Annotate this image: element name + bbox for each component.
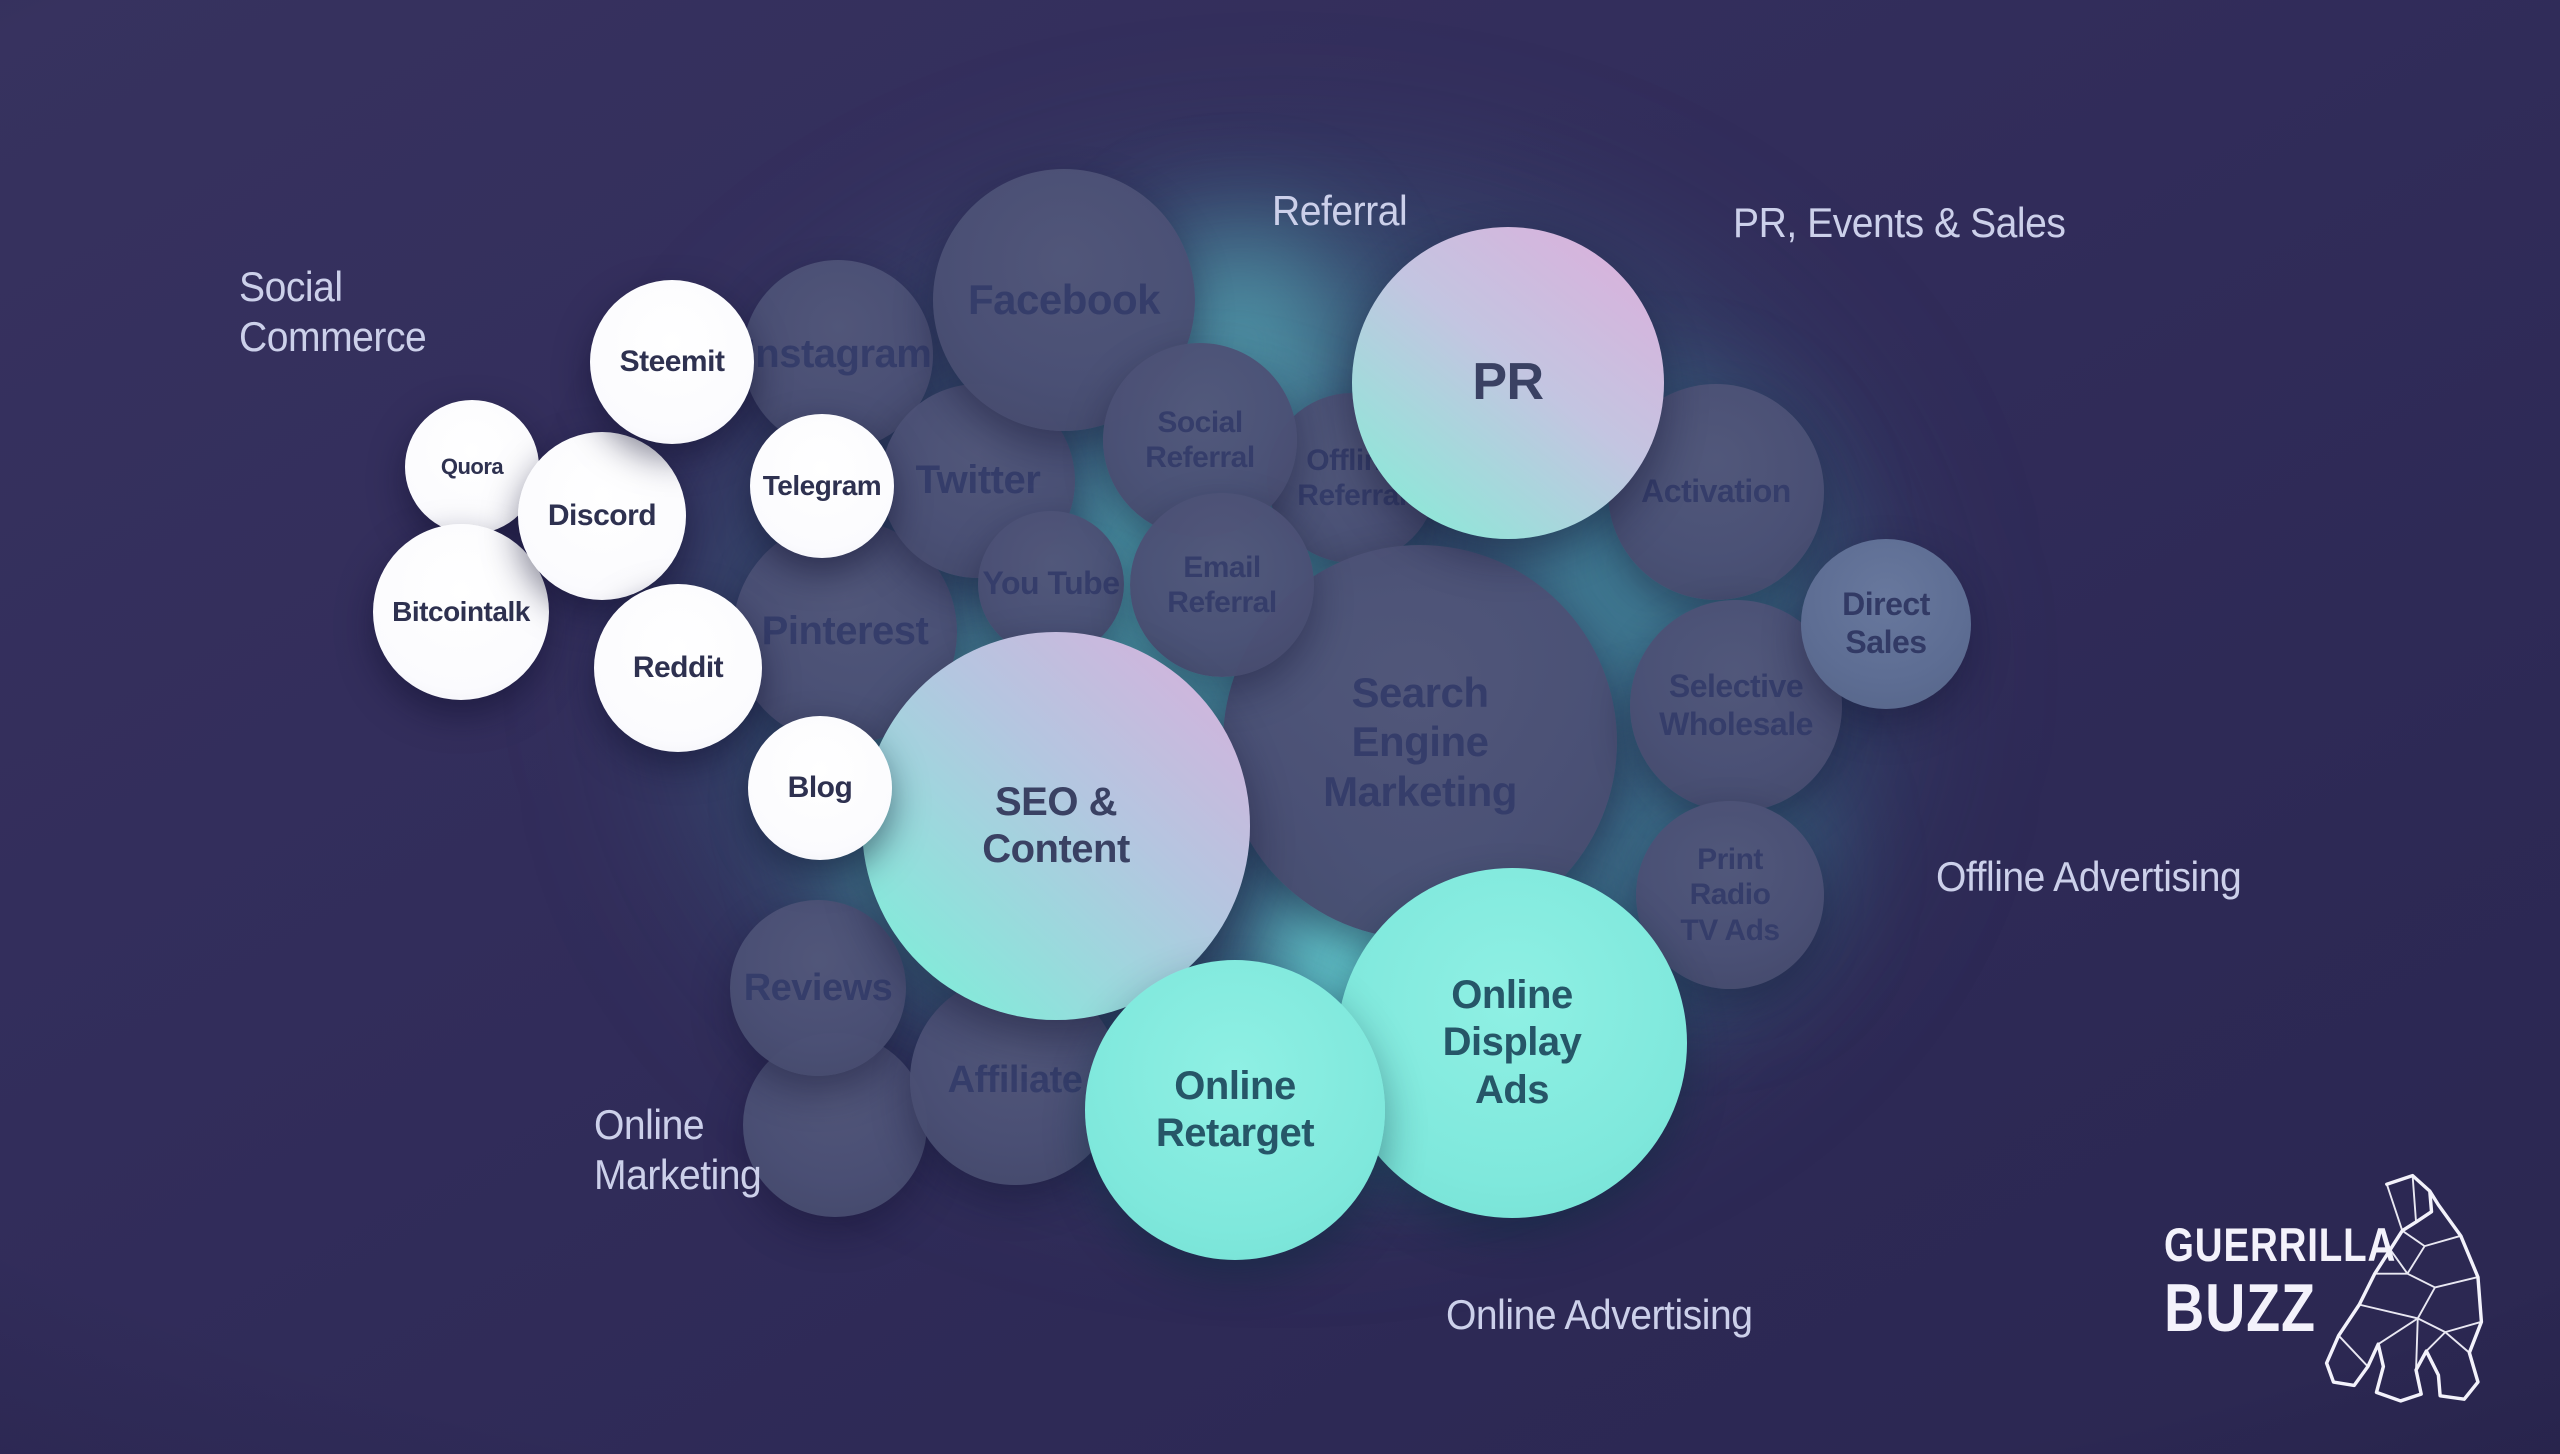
bubble-label: Online Retarget bbox=[1155, 1063, 1315, 1155]
bubble-label: Pinterest bbox=[761, 609, 929, 654]
gorilla-logo-icon bbox=[2324, 1173, 2484, 1403]
bubble-label: Direct Sales bbox=[1842, 586, 1930, 660]
bubble-print-radio-tv-ads: Print Radio TV Ads bbox=[1636, 801, 1824, 989]
bubble-bitcointalk: Bitcointalk bbox=[373, 524, 549, 700]
bubble-label: Email Referral bbox=[1167, 550, 1277, 619]
bubble-label: Blog bbox=[787, 771, 853, 805]
bubble-label: Social Referral bbox=[1145, 405, 1255, 474]
bubble-label: Search Engine Marketing bbox=[1323, 668, 1517, 815]
bubble-label: Quora bbox=[440, 454, 504, 480]
bubble-online-retarget: Online Retarget bbox=[1085, 960, 1385, 1260]
bubble-label: You Tube bbox=[982, 565, 1120, 602]
bubble-label: Activation bbox=[1641, 473, 1791, 510]
label-pr-events-sales: PR, Events & Sales bbox=[1733, 199, 2066, 246]
bubble-quora: Quora bbox=[405, 400, 539, 534]
bubble-online-display-ads: Online Display Ads bbox=[1337, 868, 1687, 1218]
bubble-label: Facebook bbox=[967, 276, 1161, 324]
label-offline-advertising: Offline Advertising bbox=[1936, 853, 2242, 900]
bubble-label: SEO & Content bbox=[982, 779, 1130, 871]
bubble-label: Discord bbox=[547, 499, 657, 533]
bubble-label: Selective Wholesale bbox=[1659, 668, 1813, 742]
bubble-label: Reddit bbox=[632, 651, 724, 685]
bubble-seo-content: SEO & Content bbox=[862, 632, 1250, 1020]
bubble-reddit: Reddit bbox=[594, 584, 762, 752]
bubble-label: Reviews bbox=[743, 966, 893, 1009]
bubble-label: Print Radio TV Ads bbox=[1680, 842, 1780, 947]
label-online-marketing: Online Marketing bbox=[594, 1101, 762, 1199]
bubble-pr: PR bbox=[1352, 227, 1664, 539]
label-online-advertising: Online Advertising bbox=[1446, 1291, 1753, 1338]
bubble-blog: Blog bbox=[748, 716, 892, 860]
bubble-label: PR bbox=[1472, 353, 1544, 412]
bubble-discord: Discord bbox=[518, 432, 686, 600]
bubble-label: Bitcointalk bbox=[392, 596, 530, 628]
bubble-label: Online Display Ads bbox=[1442, 973, 1582, 1112]
logo-guerrillabuzz: GUERRILLA BUZZ bbox=[2120, 1165, 2540, 1425]
bubble-label: Instagram bbox=[744, 332, 932, 377]
logo-text-buzz: BUZZ bbox=[2164, 1270, 2316, 1346]
logo-text-guerrilla: GUERRILLA bbox=[2164, 1218, 2397, 1271]
bubble-label: Twitter bbox=[915, 458, 1041, 503]
bubble-label: Telegram bbox=[762, 470, 882, 502]
bubble-label: Steemit bbox=[619, 345, 725, 379]
bubble-telegram: Telegram bbox=[750, 414, 894, 558]
bubble-reviews: Reviews bbox=[730, 900, 906, 1076]
bubble-direct-sales: Direct Sales bbox=[1801, 539, 1971, 709]
bubble-steemit: Steemit bbox=[590, 280, 754, 444]
bubble-email-referral: Email Referral bbox=[1130, 493, 1314, 677]
label-referral: Referral bbox=[1272, 187, 1408, 234]
label-social-commerce: Social Commerce bbox=[239, 263, 427, 361]
bubble-label: Affiliate bbox=[947, 1058, 1083, 1101]
